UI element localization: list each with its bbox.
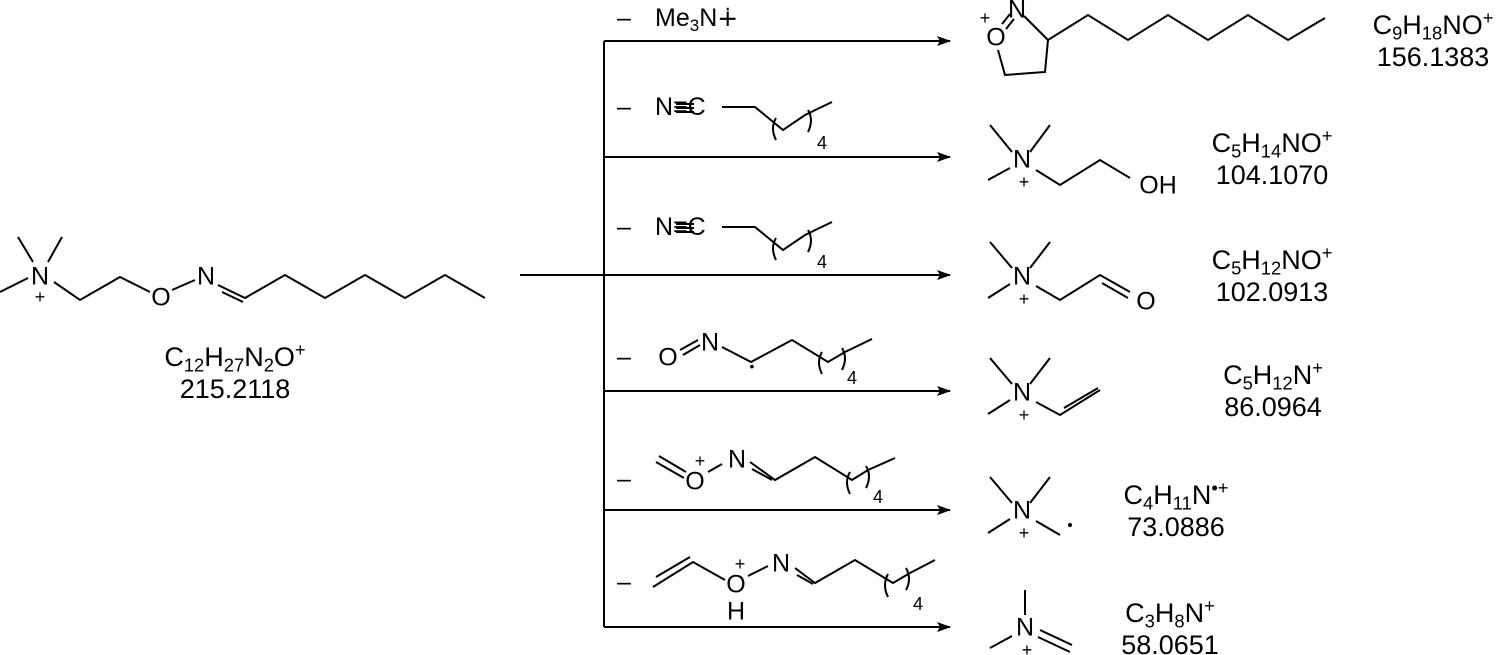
- repeat-count: 4: [912, 594, 924, 614]
- atom-n: N: [1012, 262, 1032, 291]
- radical-dot: •: [749, 358, 755, 374]
- product-mass: 104.1070: [1215, 159, 1329, 190]
- atom-n: N: [1012, 145, 1032, 174]
- atom-n: N: [1012, 496, 1032, 525]
- atom-o: O: [151, 283, 171, 312]
- atom-o: O: [726, 570, 746, 599]
- charge-plus: +: [694, 451, 706, 471]
- product-mass: 86.0964: [1224, 391, 1322, 422]
- repeat-count: 4: [816, 133, 828, 153]
- loss-dash: –: [617, 213, 631, 241]
- atom-o: O: [986, 23, 1006, 52]
- loss-dash: –: [617, 568, 631, 596]
- repeat-count: 4: [816, 252, 828, 272]
- loss-dash: –: [617, 343, 631, 371]
- reaction-arrows: [520, 36, 951, 632]
- product-mass: 156.1383: [1376, 41, 1490, 72]
- loss-dash: –: [617, 465, 631, 493]
- loss-atoms-nitrile: N≡C: [655, 213, 706, 241]
- product-6-formula: C3H8N+58.0651: [1121, 596, 1219, 655]
- product-1-formula: C9H18NO+156.1383: [1372, 7, 1494, 72]
- repeat-count: 4: [846, 368, 858, 388]
- loss-dash: –: [617, 4, 631, 32]
- repeat-count: 4: [872, 487, 884, 507]
- atom-n: N: [1012, 378, 1032, 407]
- product-bonds: [987, 13, 1326, 653]
- precursor-formula: C12H27N2O+215.2118: [164, 339, 306, 404]
- product-2-formula: C5H14NO+104.1070: [1211, 125, 1333, 190]
- charge-plus: +: [1018, 523, 1030, 543]
- atom-n: N: [1007, 0, 1027, 24]
- product-4-formula: C5H12N+86.0964: [1223, 357, 1323, 422]
- charge-plus: +: [979, 8, 991, 28]
- charge-plus: +: [734, 554, 746, 574]
- precursor-structure: [0, 236, 486, 303]
- charge-plus: +: [1018, 289, 1030, 309]
- atom-o: O: [658, 343, 678, 372]
- product-mass: 73.0886: [1127, 511, 1225, 542]
- atom-n: N: [196, 262, 216, 291]
- product-3-formula: C5H12NO+102.0913: [1211, 242, 1333, 307]
- atom-n: N: [1015, 613, 1035, 642]
- loss-fragment-bonds: [652, 101, 936, 598]
- loss-label-trimethylamine: Me3N∔: [655, 4, 739, 36]
- product-mass: 102.0913: [1215, 276, 1329, 307]
- atom-n: N: [30, 262, 50, 291]
- product-5-formula: C4H11N•+73.0886: [1123, 477, 1229, 542]
- charge-plus: +: [1021, 640, 1033, 655]
- charge-plus: +: [34, 287, 46, 307]
- atom-oh: OH: [1139, 171, 1177, 200]
- atom-n: N: [700, 328, 720, 357]
- atom-o: O: [685, 467, 705, 496]
- atom-h: H: [726, 597, 746, 626]
- loss-dash: –: [617, 93, 631, 121]
- atom-n: N: [771, 549, 791, 578]
- loss-atoms-nitrile: N≡C: [655, 93, 706, 121]
- charge-plus: +: [1018, 172, 1030, 192]
- atom-o: O: [1136, 287, 1156, 316]
- precursor-mass: 215.2118: [179, 373, 291, 404]
- charge-plus: +: [1018, 405, 1030, 425]
- product-mass: 58.0651: [1121, 629, 1219, 655]
- atom-n: N: [727, 445, 747, 474]
